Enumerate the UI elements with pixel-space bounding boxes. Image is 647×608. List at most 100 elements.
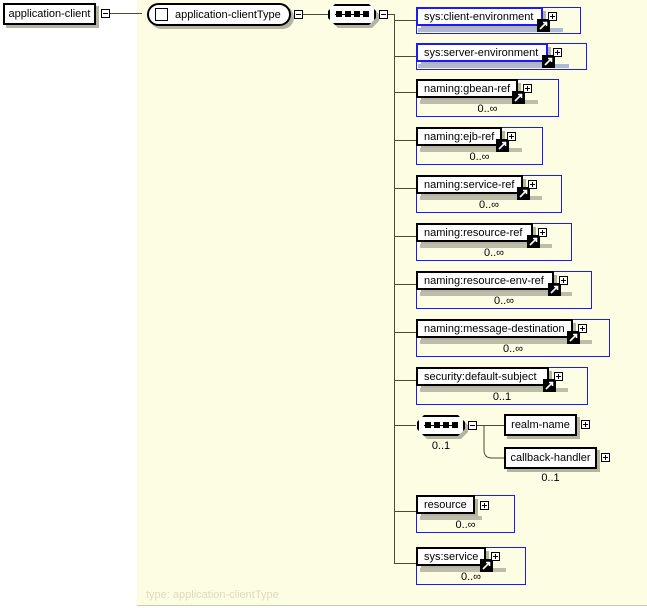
root-element-application-client[interactable]: application-client [3,3,96,25]
element-graybar [420,340,592,344]
element-plus-toggle-icon[interactable] [548,12,557,21]
element-label-box: naming:ejb-ref [416,127,502,146]
inner-branch-curve [483,425,511,459]
element-naming-resource-env-ref[interactable]: naming:resource-env-ref 0..∞ [416,271,592,309]
inner-sequence-icon[interactable] [417,415,465,436]
element-occurrence: 0..∞ [460,571,482,583]
connector-sequence-to-trunk [388,14,395,15]
branch-stub [394,92,416,93]
ref-arrow-icon[interactable] [567,331,580,344]
element-plus-toggle-icon[interactable] [538,228,547,237]
panel-type-caption: type: application-clientType [146,589,279,601]
element-label-box: sys:service [416,547,486,566]
element-label: naming:ejb-ref [424,130,495,143]
branch-stub [394,425,416,426]
element-label: resource [424,498,467,511]
element-realm-name[interactable]: realm-name [504,414,577,436]
element-naming-ejb-ref[interactable]: naming:ejb-ref 0..∞ [416,127,543,165]
element-plus-toggle-icon[interactable] [553,48,562,57]
element-occurrence: 0..∞ [493,295,515,307]
root-sequence-minus-toggle-icon[interactable] [379,10,388,19]
element-occurrence: 0..∞ [502,343,524,355]
branch-stub [394,236,416,237]
element-sys-service[interactable]: sys:service 0..∞ [416,547,526,585]
element-callback-handler[interactable]: callback-handler [504,447,597,469]
branch-stub [394,380,416,381]
connector-inner-seq-to-branch [477,425,484,426]
element-label-box: naming:resource-env-ref [416,271,554,290]
element-underbar [418,28,563,32]
callback-handler-occurrence: 0..1 [541,472,560,484]
element-plus-toggle-icon[interactable] [554,372,563,381]
element-underbar [418,64,569,68]
element-occurrence: 0..∞ [469,151,490,163]
ref-arrow-icon[interactable] [512,91,525,104]
ref-arrow-icon[interactable] [537,19,550,32]
element-plus-toggle-icon[interactable] [507,132,516,141]
ref-arrow-icon[interactable] [548,283,561,296]
element-graybar [420,148,522,152]
branch-stub [394,20,416,21]
ref-arrow-icon[interactable] [542,55,555,68]
branch-stub [394,563,416,564]
element-label: sys:server-environment [424,46,539,59]
element-label-box: resource [416,495,475,514]
branch-stub [394,188,416,189]
element-label-box: sys:server-environment [416,43,548,62]
complextype-capsule-application-clientType[interactable]: application-clientType [147,3,291,26]
ref-arrow-icon[interactable] [480,559,493,572]
element-sys-client-environment[interactable]: sys:client-environment [416,7,581,34]
ref-arrow-icon[interactable] [527,235,540,248]
element-label: naming:service-ref [424,178,515,191]
element-occurrence: 0..∞ [478,199,500,211]
element-label-box: sys:client-environment [416,7,543,26]
complextype-label: application-clientType [175,8,281,21]
connector-root-to-type [110,13,142,14]
element-label-box: security:default-subject [416,367,549,386]
element-label-box: naming:service-ref [416,175,523,194]
element-resource[interactable]: resource 0..∞ [416,495,515,533]
ref-arrow-icon[interactable] [543,379,556,392]
root-minus-toggle-icon[interactable] [101,9,110,18]
element-plus-toggle-icon[interactable] [491,552,500,561]
element-plus-toggle-icon[interactable] [523,84,532,93]
element-label: naming:resource-ref [424,226,523,239]
root-element-label: application-client [8,8,91,20]
element-label: sys:client-environment [424,10,534,23]
element-plus-toggle-icon[interactable] [480,501,489,510]
element-security-default-subject[interactable]: security:default-subject 0..1 [416,367,588,405]
element-plus-toggle-icon[interactable] [528,180,537,189]
element-label-box: naming:message-destination [416,319,573,338]
element-naming-resource-ref[interactable]: naming:resource-ref 0..∞ [416,223,572,261]
sequence-dots [335,11,369,17]
element-naming-message-destination[interactable]: naming:message-destination 0..∞ [416,319,610,357]
element-graybar [420,568,506,572]
sequence-dots [424,422,458,428]
branch-stub [394,140,416,141]
element-sys-server-environment[interactable]: sys:server-environment [416,43,587,70]
inner-branch-stub-realm [484,425,504,426]
element-occurrence: 0..∞ [455,519,476,531]
element-plus-toggle-icon[interactable] [578,324,587,333]
complextype-minus-toggle-icon[interactable] [294,10,303,19]
root-sequence-icon[interactable] [328,4,376,25]
callback-handler-plus-toggle-icon[interactable] [601,453,610,462]
inner-sequence-minus-toggle-icon[interactable] [468,421,477,430]
element-label: sys:service [424,550,479,563]
ref-arrow-icon[interactable] [517,187,530,200]
branch-stub [394,284,416,285]
realm-name-plus-toggle-icon[interactable] [581,420,590,429]
element-plus-toggle-icon[interactable] [559,276,568,285]
element-occurrence: 0..∞ [477,103,498,115]
element-naming-service-ref[interactable]: naming:service-ref 0..∞ [416,175,562,213]
element-graybar [420,196,542,200]
tree-trunk-line [394,14,395,563]
element-label: naming:message-destination [424,322,565,335]
element-graybar [420,388,568,392]
element-label: realm-name [511,419,570,431]
element-graybar [420,100,538,104]
ref-arrow-icon[interactable] [496,139,509,152]
element-naming-gbean-ref[interactable]: naming:gbean-ref 0..∞ [416,79,559,117]
element-graybar [420,292,572,296]
